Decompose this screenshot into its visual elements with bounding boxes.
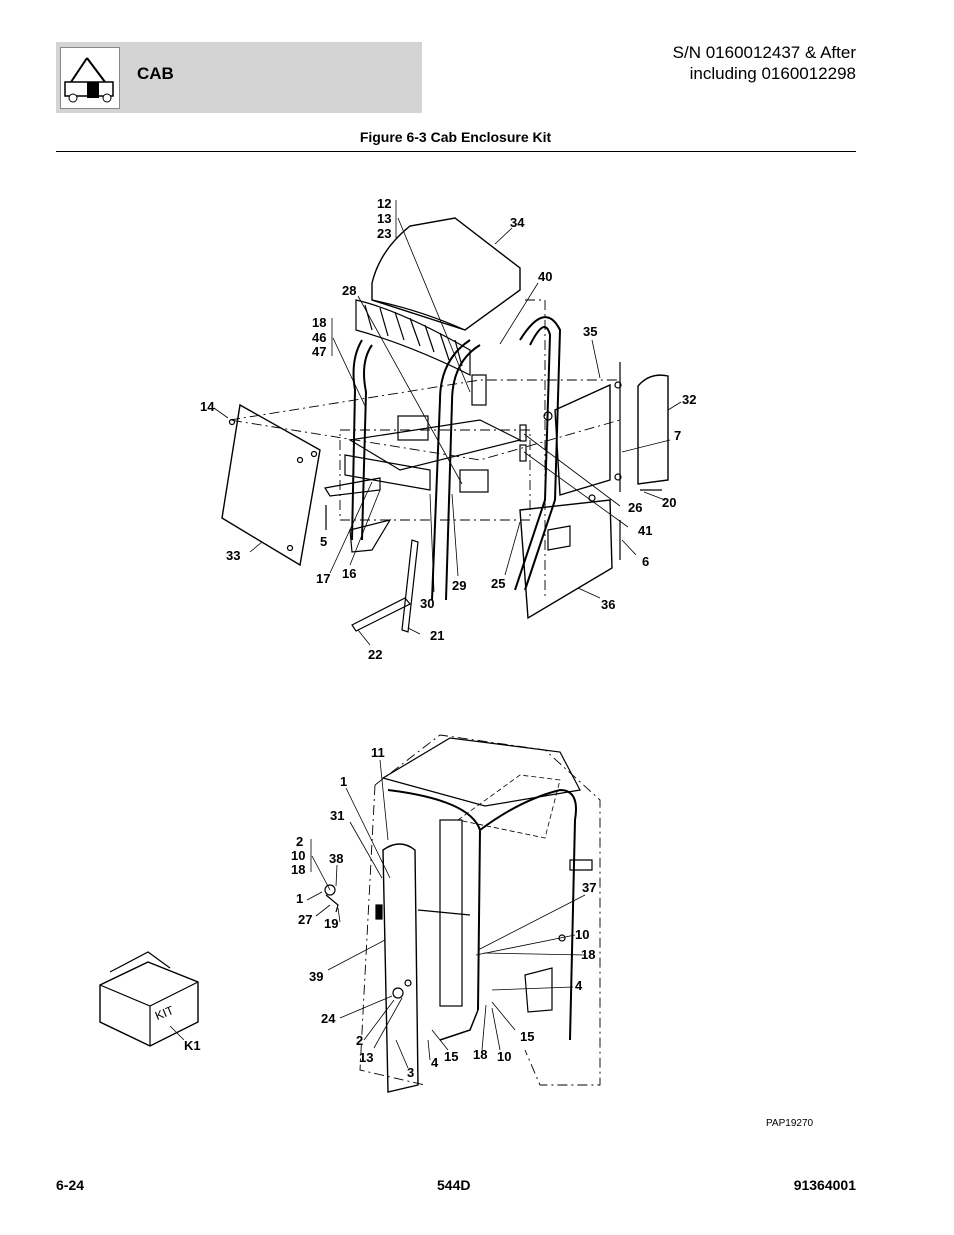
callout-32: 32 [682,392,697,407]
callout-46: 46 [312,330,327,345]
callout-13: 13 [377,211,392,226]
callout-11: 11 [371,745,385,760]
callout-36: 36 [601,597,616,612]
callout-7: 7 [674,428,682,443]
serial-line-1: S/N 0160012437 & After [672,43,856,62]
serial-line-2: including 0160012298 [689,64,856,83]
callout-34: 34 [510,215,525,230]
callout-18: 18 [291,862,306,877]
callout-22: 22 [368,647,383,662]
callout-k1: K1 [184,1038,201,1053]
callout-5: 5 [320,534,328,549]
callout-16: 16 [342,566,357,581]
callout-47: 47 [312,344,327,359]
callout-40: 40 [538,269,553,284]
drawing-id: PAP19270 [766,1118,814,1129]
page-number: 6-24 [56,1177,85,1193]
callout-13: 13 [359,1050,374,1065]
callout-20: 20 [662,495,677,510]
header-divider [56,151,856,152]
callout-41: 41 [638,523,653,538]
callout-19: 19 [324,916,339,931]
callout-10: 10 [575,927,590,942]
callout-37: 37 [582,880,597,895]
callout-18: 18 [312,315,327,330]
callout-39: 39 [309,969,324,984]
callout-25: 25 [491,576,506,591]
callout-4: 4 [575,978,583,993]
callout-2: 2 [296,834,304,849]
callout-4: 4 [431,1055,439,1070]
section-title: CAB [137,64,174,83]
callout-10: 10 [497,1049,512,1064]
callout-28: 28 [342,283,357,298]
callout-15: 15 [444,1049,459,1064]
figure-title: Figure 6-3 Cab Enclosure Kit [359,129,552,145]
callout-29: 29 [452,578,467,593]
callout-27: 27 [298,912,313,927]
callout-2: 2 [356,1033,364,1048]
callout-24: 24 [321,1011,336,1026]
callout-18: 18 [473,1047,488,1062]
callout-3: 3 [407,1065,415,1080]
callout-12: 12 [377,196,392,211]
callout-1: 1 [296,891,304,906]
callout-6: 6 [642,554,650,569]
callout-21: 21 [430,628,445,643]
callout-33: 33 [226,548,241,563]
serial-range: S/N 0160012437 & After including 0160012… [673,42,856,84]
model-number: 544D [437,1177,471,1193]
callout-30: 30 [420,596,435,611]
callout-17: 17 [316,571,331,586]
callout-10: 10 [291,848,306,863]
callout-14: 14 [200,399,215,414]
callout-26: 26 [628,500,643,515]
callout-18: 18 [581,947,596,962]
telehandler-icon [60,47,120,109]
document-number: 91364001 [793,1177,856,1193]
callout-38: 38 [329,851,344,866]
callout-23: 23 [377,226,392,241]
callout-31: 31 [330,808,345,823]
callout-1: 1 [340,774,348,789]
callout-35: 35 [583,324,598,339]
callout-15: 15 [520,1029,535,1044]
